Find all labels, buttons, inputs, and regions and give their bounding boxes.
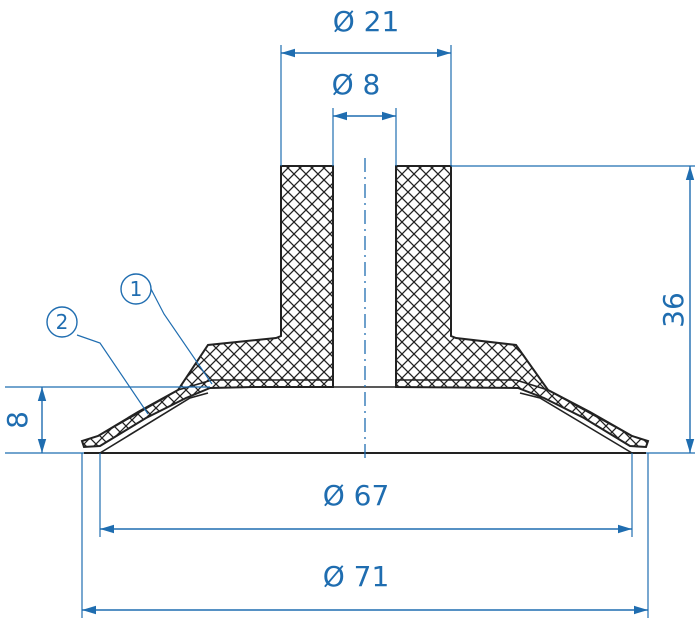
- dim-height-total-label: 36: [657, 292, 690, 328]
- callout-1-number: 1: [130, 277, 143, 301]
- dimension-bottom-inner: Ø 67: [99, 453, 633, 537]
- inner-cone: [99, 392, 633, 454]
- left-section: [80, 165, 334, 449]
- callout-2: 2: [46, 306, 149, 415]
- callout-1: 1: [120, 273, 213, 385]
- insert-line: [97, 379, 633, 437]
- callout-2-number: 2: [56, 310, 69, 334]
- dim-bottom-inner-label: Ø 67: [323, 479, 390, 512]
- dim-top-outer-label: Ø 21: [333, 5, 400, 38]
- dimension-top-outer: Ø 21: [280, 5, 452, 166]
- dimension-height-total: 36: [451, 165, 695, 454]
- dim-top-inner-label: Ø 8: [332, 68, 381, 101]
- dimension-top-inner: Ø 8: [332, 68, 397, 166]
- dim-height-lip-label: 8: [1, 411, 34, 429]
- dim-bottom-outer-label: Ø 71: [323, 560, 390, 593]
- dimension-bottom-outer: Ø 71: [81, 453, 649, 618]
- suction-cup-body: [80, 165, 650, 454]
- dimension-height-lip: 8: [1, 386, 210, 454]
- right-section: [395, 165, 650, 449]
